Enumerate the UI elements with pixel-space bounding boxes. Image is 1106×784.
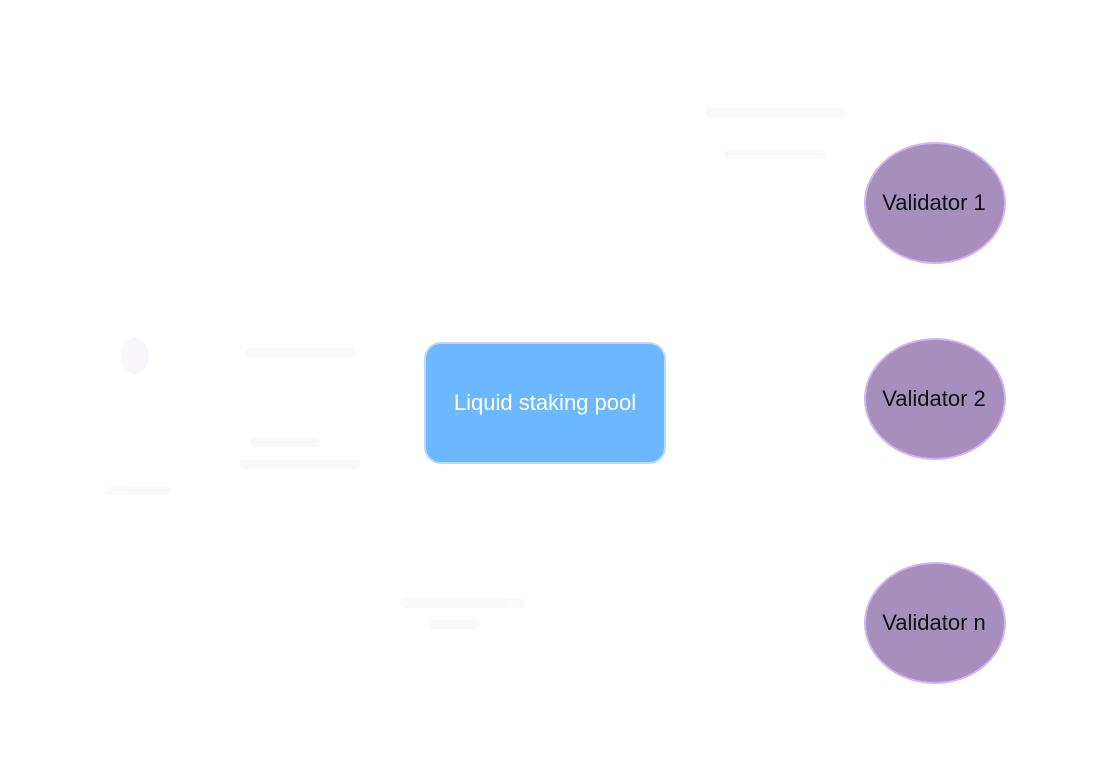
validator-label: Validator 1 (882, 190, 986, 215)
faint-smudge (705, 108, 845, 118)
faint-smudge (240, 460, 360, 469)
validator-label: Validator 2 (882, 386, 986, 411)
validator-ellipse (864, 562, 1006, 684)
faint-background-artifacts (105, 108, 845, 629)
pool-box (424, 342, 666, 464)
validator-label: Validator n (882, 610, 986, 635)
validator-node-2: Validator 2 (864, 338, 1006, 460)
faint-smudge (245, 348, 355, 358)
faint-user-icon (121, 338, 149, 374)
validator-ellipse (864, 338, 1006, 460)
faint-smudge (105, 487, 170, 495)
validator-node-1: Validator 1 (864, 142, 1006, 264)
faint-smudge (400, 598, 525, 608)
liquid-staking-pool-node: Liquid staking pool (424, 342, 666, 464)
validator-ellipse (864, 142, 1006, 264)
validator-node-n: Validator n (864, 562, 1006, 684)
faint-smudge (430, 620, 480, 629)
faint-smudge (725, 150, 825, 159)
faint-smudge (250, 438, 320, 447)
pool-label: Liquid staking pool (454, 390, 636, 415)
